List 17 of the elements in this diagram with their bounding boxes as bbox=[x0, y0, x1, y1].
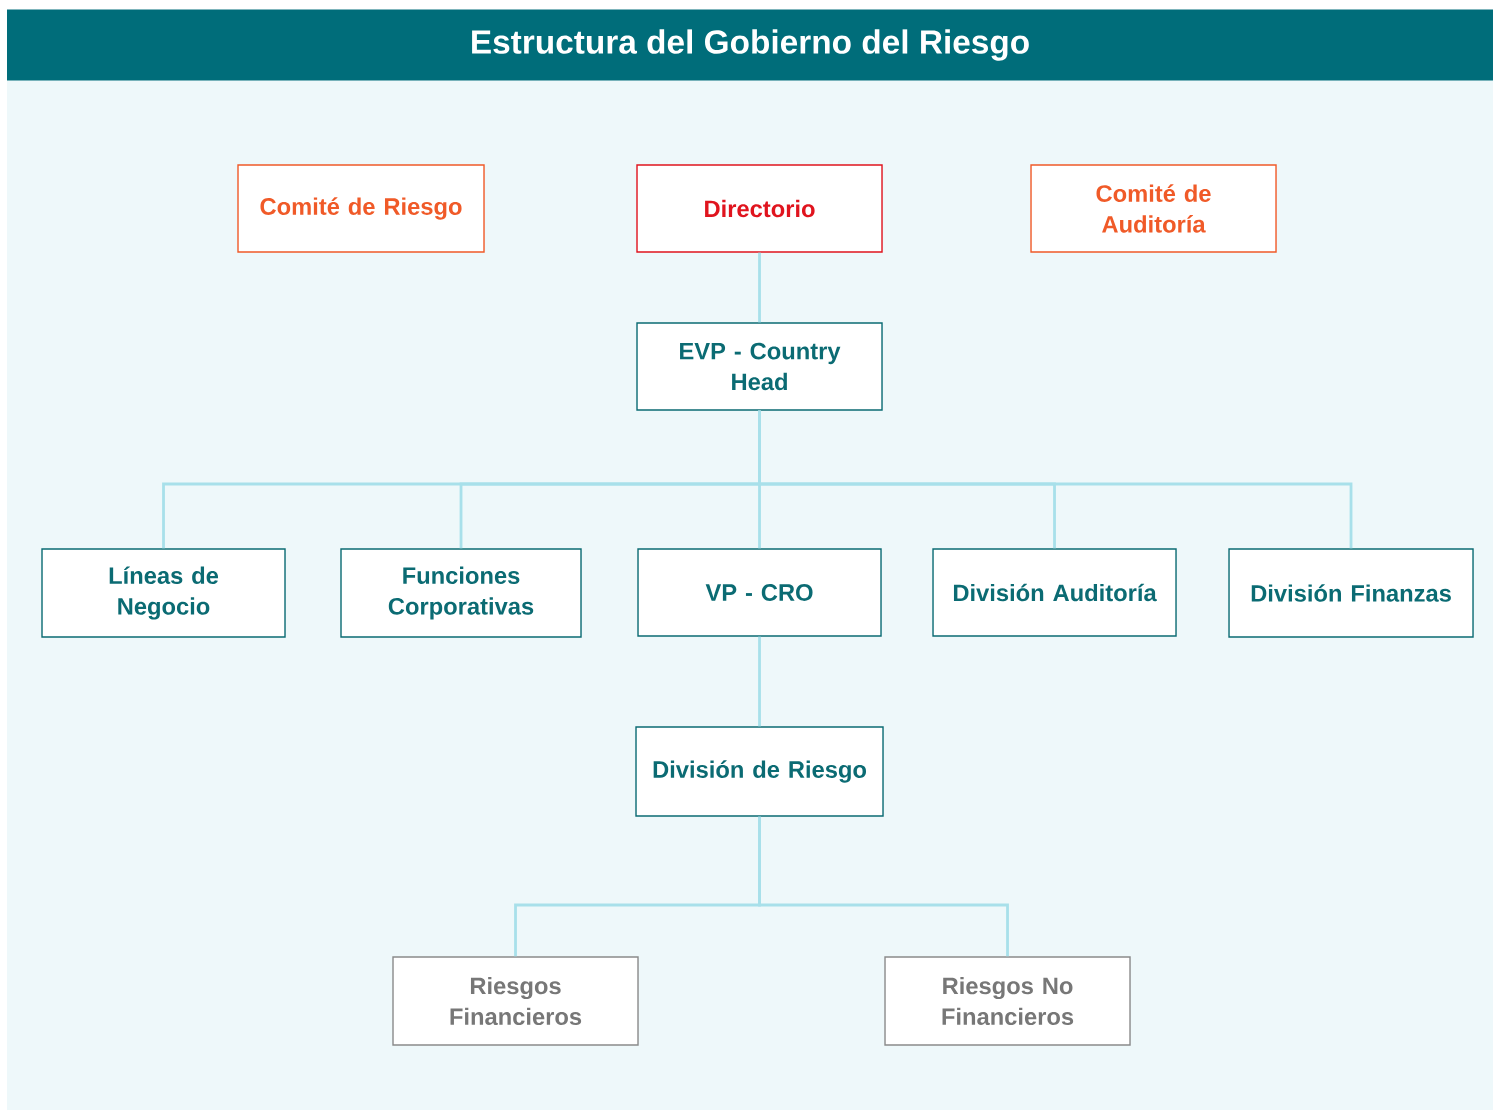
org-box: Riesgos No Financieros bbox=[884, 956, 1131, 1046]
org-box: Líneas de Negocio bbox=[41, 548, 286, 638]
connector-line bbox=[758, 252, 761, 323]
org-box: Riesgos Financieros bbox=[392, 956, 639, 1046]
connector-line bbox=[758, 816, 1009, 957]
org-box: EVP - Country Head bbox=[636, 322, 883, 411]
committee-box: Comité de Riesgo bbox=[237, 164, 485, 253]
connector-line bbox=[758, 410, 1353, 549]
org-box: División de Riesgo bbox=[635, 726, 884, 817]
title-banner: Estructura del Gobierno del Riesgo bbox=[7, 9, 1493, 81]
org-box: División Auditoría bbox=[932, 548, 1177, 637]
org-box: División Finanzas bbox=[1228, 548, 1474, 638]
committee-box: Comité de Auditoría bbox=[1030, 164, 1277, 253]
connector-line bbox=[758, 636, 761, 727]
org-box: VP - CRO bbox=[637, 548, 882, 637]
board-box: Directorio bbox=[636, 164, 883, 253]
org-box: Funciones Corporativas bbox=[340, 548, 582, 638]
